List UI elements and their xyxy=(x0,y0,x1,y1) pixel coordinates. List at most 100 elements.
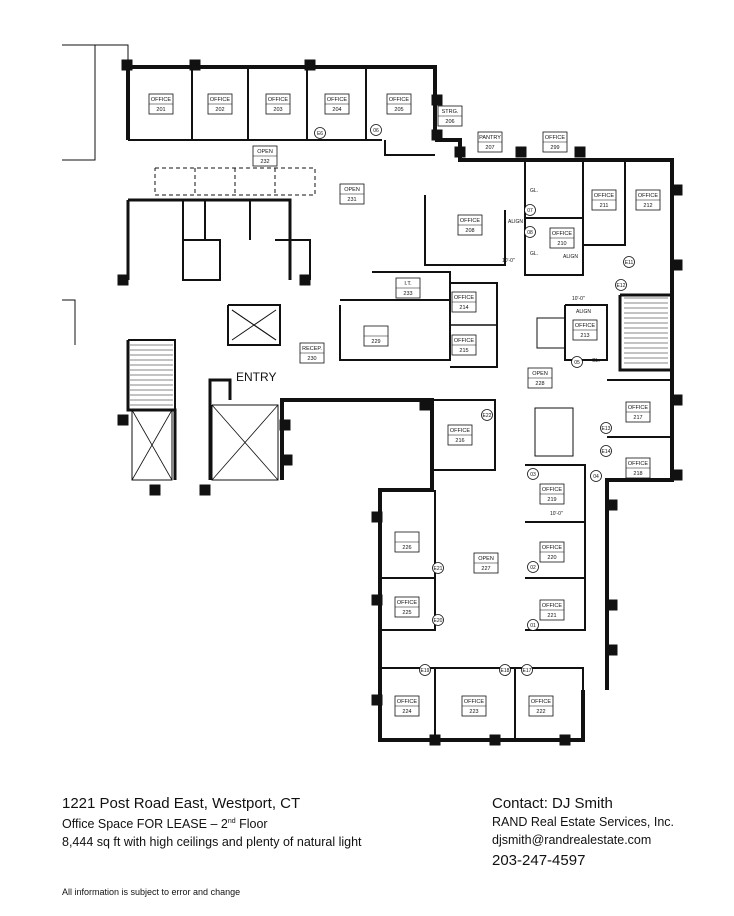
door-tag-circle xyxy=(571,356,583,368)
column xyxy=(671,394,683,406)
door-tag-07: 07 xyxy=(524,204,536,216)
room-number: 207 xyxy=(485,145,494,151)
column xyxy=(117,274,129,286)
email[interactable]: djsmith@randrealestate.com xyxy=(492,833,652,847)
restroom-wall xyxy=(182,200,221,281)
room-name: OFFICE xyxy=(542,545,562,551)
door-tag-text: 04 xyxy=(593,474,599,480)
door-tag-circle xyxy=(524,204,536,216)
door-tag-circle xyxy=(590,470,602,482)
room-number: 206 xyxy=(445,119,454,125)
column xyxy=(454,146,466,158)
room-name: OFFICE xyxy=(545,135,565,141)
room-217: OFFICE 217 xyxy=(625,401,651,423)
door-tag-text: E12 xyxy=(617,283,626,289)
column xyxy=(199,484,211,496)
room-number: 213 xyxy=(580,333,589,339)
door-tag-E21: E21 xyxy=(432,562,444,574)
room-number: 226 xyxy=(402,545,411,551)
room-215: OFFICE 215 xyxy=(451,334,477,356)
door-tag-E12: E12 xyxy=(615,279,627,291)
door-tag-circle xyxy=(600,422,612,434)
room-number: 202 xyxy=(215,107,224,113)
room-name: OFFICE xyxy=(628,405,648,411)
elevator-x xyxy=(231,309,277,341)
door-tag-text: E19 xyxy=(421,668,430,674)
door-tag-06: 06 xyxy=(370,124,382,136)
room-name: OFFICE xyxy=(268,97,288,103)
room-207: PANTRY 207 xyxy=(477,131,503,153)
floor-plan: OFFICE201OFFICE202OFFICE203OFFICE204OFFI… xyxy=(62,44,683,746)
door-tag-01: 01 xyxy=(527,619,539,631)
column xyxy=(189,59,201,71)
lease-sup: nd xyxy=(227,818,236,825)
room-name: PANTRY xyxy=(479,135,501,141)
column xyxy=(371,511,383,523)
column xyxy=(606,644,618,656)
door-tag-text: 02 xyxy=(530,565,536,571)
room-name: OPEN xyxy=(344,187,360,193)
plan-note: GL. xyxy=(592,358,600,364)
door-tag-03: 03 xyxy=(527,468,539,480)
column xyxy=(671,259,683,271)
column xyxy=(121,59,133,71)
room-name: STRG. xyxy=(442,109,459,115)
restroom-wall xyxy=(275,239,311,280)
lease-floor: Floor xyxy=(235,817,268,832)
room-name: OFFICE xyxy=(594,193,614,199)
room-223: OFFICE 223 xyxy=(461,695,487,717)
disclaimer: All information is subject to error and … xyxy=(62,887,241,897)
exterior-wall xyxy=(435,138,674,270)
plan-note: ALIGN xyxy=(563,254,578,260)
door-tag-circle xyxy=(432,562,444,574)
column xyxy=(606,599,618,611)
workstation xyxy=(534,407,574,457)
door-tag-circle xyxy=(527,468,539,480)
room-211-wall xyxy=(582,160,626,246)
door-tag-text: 01 xyxy=(530,623,536,629)
room-name: OFFICE xyxy=(464,699,484,705)
room-name: OFFICE xyxy=(454,338,474,344)
column xyxy=(431,94,443,106)
column xyxy=(489,734,501,746)
room-number: 223 xyxy=(469,709,478,715)
door-tag-text: E17 xyxy=(523,668,532,674)
room-number: 222 xyxy=(536,709,545,715)
column xyxy=(279,419,291,431)
door-tag-text: E11 xyxy=(625,260,634,266)
door-tag-E22: E22 xyxy=(481,409,493,421)
room-number: 204 xyxy=(332,107,341,113)
door-tag-text: E20 xyxy=(434,618,443,624)
canopy xyxy=(154,167,316,196)
room-number: 215 xyxy=(459,348,468,354)
room-number: 231 xyxy=(347,197,356,203)
room-226: 226 xyxy=(394,531,420,553)
room-number: 224 xyxy=(402,709,411,715)
column xyxy=(419,399,431,411)
door-tag-circle xyxy=(499,664,511,676)
room-230: RECEP.230 xyxy=(299,342,325,364)
room-name: RECEP. xyxy=(302,346,322,352)
shaft-x xyxy=(131,409,173,481)
phone[interactable]: 203-247-4597 xyxy=(492,852,586,869)
exterior-line xyxy=(62,299,76,345)
address: 1221 Post Road East, Westport, CT xyxy=(62,795,301,812)
room-number: 217 xyxy=(633,415,642,421)
column xyxy=(117,414,129,426)
room-number: 201 xyxy=(156,107,165,113)
door-tag-text: E14 xyxy=(602,449,611,455)
room-name: OFFICE xyxy=(450,428,470,434)
door-tag-circle xyxy=(600,445,612,457)
door-tag-02: 02 xyxy=(527,561,539,573)
room-number: 233 xyxy=(403,291,412,297)
room-name: OFFICE xyxy=(454,295,474,301)
room-233: I.T.233 xyxy=(395,277,421,299)
room-number: 220 xyxy=(547,555,556,561)
